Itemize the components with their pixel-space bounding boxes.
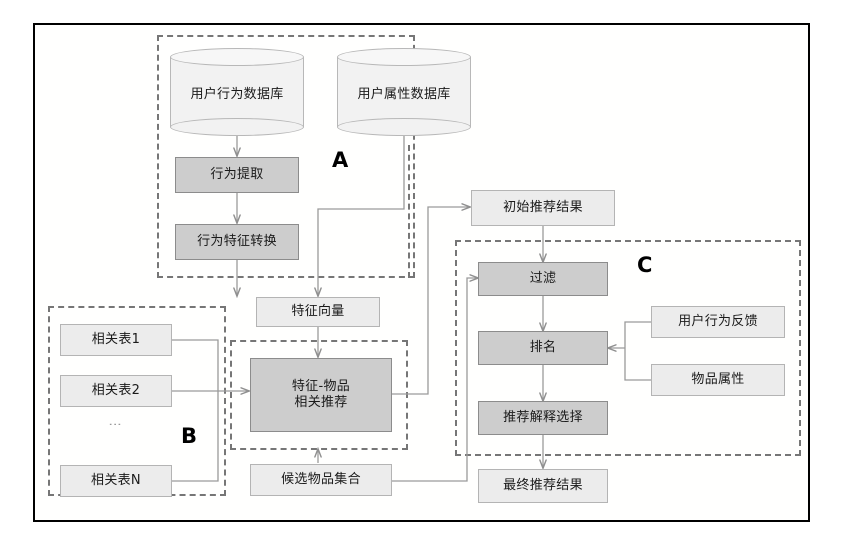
ellipsis-vertical: ⋮ <box>107 418 122 431</box>
node-related-table-2[interactable]: 相关表2 <box>60 375 172 407</box>
group-box-attr-path <box>408 145 415 278</box>
cylinder-bottom <box>337 118 471 136</box>
datastore-user-attribute-db: 用户属性数据库 <box>337 48 471 136</box>
node-feature-item-recommendation[interactable]: 特征-物品 相关推荐 <box>250 358 392 432</box>
datastore-label: 用户行为数据库 <box>190 86 284 102</box>
node-initial-rec-result[interactable]: 初始推荐结果 <box>471 190 615 226</box>
group-label-c: C <box>637 253 653 277</box>
node-related-table-n[interactable]: 相关表N <box>60 465 172 497</box>
node-feature-vector[interactable]: 特征向量 <box>256 297 380 327</box>
node-ranking[interactable]: 排名 <box>478 331 608 365</box>
node-related-table-1[interactable]: 相关表1 <box>60 324 172 356</box>
node-label: 相关表1 <box>91 331 141 347</box>
node-label-line-1: 特征-物品 <box>291 378 351 394</box>
node-candidate-item-set[interactable]: 候选物品集合 <box>250 464 392 496</box>
cylinder-body <box>170 57 304 127</box>
node-behavior-feature-conversion[interactable]: 行为特征转换 <box>175 224 299 260</box>
node-final-rec-result[interactable]: 最终推荐结果 <box>478 469 608 503</box>
node-label: 相关表2 <box>91 382 141 398</box>
node-rec-explanation-selection[interactable]: 推荐解释选择 <box>478 401 608 435</box>
group-label-a: A <box>332 148 349 172</box>
cylinder-top <box>170 48 304 66</box>
cylinder-body <box>337 57 471 127</box>
cylinder-top <box>337 48 471 66</box>
cylinder-bottom <box>170 118 304 136</box>
node-user-behavior-feedback[interactable]: 用户行为反馈 <box>651 306 785 338</box>
node-label: 相关表N <box>91 472 141 488</box>
group-label-b: B <box>181 424 198 448</box>
datastore-label: 用户属性数据库 <box>357 86 451 102</box>
node-item-attribute[interactable]: 物品属性 <box>651 364 785 396</box>
node-label-line-2: 相关推荐 <box>294 395 348 410</box>
node-behavior-extraction[interactable]: 行为提取 <box>175 157 299 193</box>
node-filter[interactable]: 过滤 <box>478 262 608 296</box>
datastore-user-behavior-db: 用户行为数据库 <box>170 48 304 136</box>
group-box-a <box>157 35 415 278</box>
